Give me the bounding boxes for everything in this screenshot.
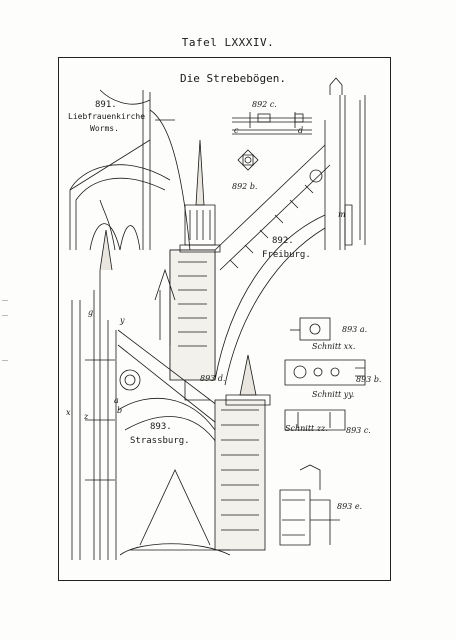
marker-x: x [66,408,71,417]
section-yy-label: Schnitt yy. [312,390,355,399]
figure-893d-drawing [154,268,210,401]
marker-g: g [88,308,94,317]
figure-893-details [279,317,366,546]
figure-892b-drawing [237,149,259,171]
figure-893e-label: 893 e. [337,502,363,511]
plate-heading: Die Strebebögen. [180,72,286,85]
figure-892-caption: Freiburg. [262,250,311,260]
figure-892c-drawing [232,112,312,135]
marker-m: m [338,210,346,219]
plate-frame [58,57,391,581]
section-xx-label: Schnitt xx. [312,342,356,351]
figure-892b-label: 892 b. [232,182,258,191]
figure-892c-label: 892 c. [252,100,277,109]
figure-893-number: 893. [150,422,172,432]
marker-c: c [234,126,239,135]
marker-y: y [120,316,125,325]
section-zz-label: Schnitt zz. [285,424,328,433]
figure-893a-label: 893 a. [342,325,368,334]
figure-891-caption-line1: Liebfrauenkirche [68,112,146,121]
figure-891-number: 891. [95,100,117,110]
figure-893c-label: 893 c. [346,426,371,435]
margin-tick [2,360,8,361]
figure-892-number: 892. [272,236,294,246]
figure-893b-label: 893 b. [356,375,382,384]
margin-tick [2,300,8,301]
marker-d: d [298,126,304,135]
marker-b: b [117,406,123,415]
plate-title: Tafel LXXXIV. [181,36,275,49]
margin-tick [2,315,8,316]
marker-a: a [114,396,119,405]
figure-893-drawing [71,229,271,560]
figure-891-caption-line2: Worms. [90,124,119,133]
figure-892-drawing [169,77,366,386]
figure-893d-label: 893 d. [200,374,226,383]
figure-891-drawing [69,89,191,251]
marker-z: z [84,412,89,421]
figure-893-caption: Strassburg. [130,436,190,446]
